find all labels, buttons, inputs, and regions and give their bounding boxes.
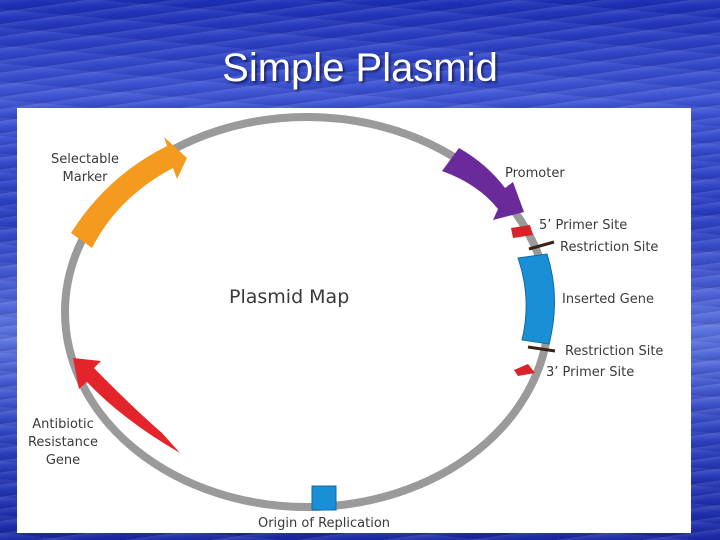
antibiotic-resistance-segment bbox=[73, 358, 180, 453]
inserted-gene-label: Inserted Gene bbox=[562, 292, 654, 307]
plasmid-map-label: Plasmid Map bbox=[229, 286, 349, 308]
antibiotic-resistance-label-line1: Antibiotic bbox=[32, 417, 94, 432]
primer-site-3-label: 3’ Primer Site bbox=[546, 365, 634, 380]
plasmid-map-diagram: Plasmid Map Selectable Marker Promoter 5… bbox=[28, 113, 663, 531]
primer-site-5-label: 5’ Primer Site bbox=[539, 218, 627, 233]
restriction-site-top-label: Restriction Site bbox=[560, 240, 658, 255]
restriction-site-top-marker bbox=[528, 240, 555, 251]
promoter-label: Promoter bbox=[505, 166, 565, 181]
slide-title: Simple Plasmid bbox=[222, 46, 498, 90]
restriction-site-bottom-marker bbox=[527, 345, 556, 353]
antibiotic-resistance-label-line3: Gene bbox=[46, 453, 80, 468]
primer-site-5-marker bbox=[511, 225, 533, 238]
selectable-marker-label-line1: Selectable bbox=[51, 152, 119, 167]
inserted-gene-segment bbox=[517, 253, 555, 345]
plasmid-diagram-panel: Plasmid Map Selectable Marker Promoter 5… bbox=[17, 108, 691, 533]
primer-site-3-marker bbox=[514, 364, 535, 376]
antibiotic-resistance-label-line2: Resistance bbox=[28, 435, 98, 450]
promoter-segment bbox=[442, 148, 524, 220]
restriction-site-bottom-label: Restriction Site bbox=[565, 344, 663, 359]
origin-of-replication-label: Origin of Replication bbox=[258, 516, 390, 531]
selectable-marker-label-line2: Marker bbox=[63, 170, 109, 185]
origin-of-replication-block bbox=[311, 485, 337, 511]
selectable-marker-segment bbox=[71, 137, 187, 248]
